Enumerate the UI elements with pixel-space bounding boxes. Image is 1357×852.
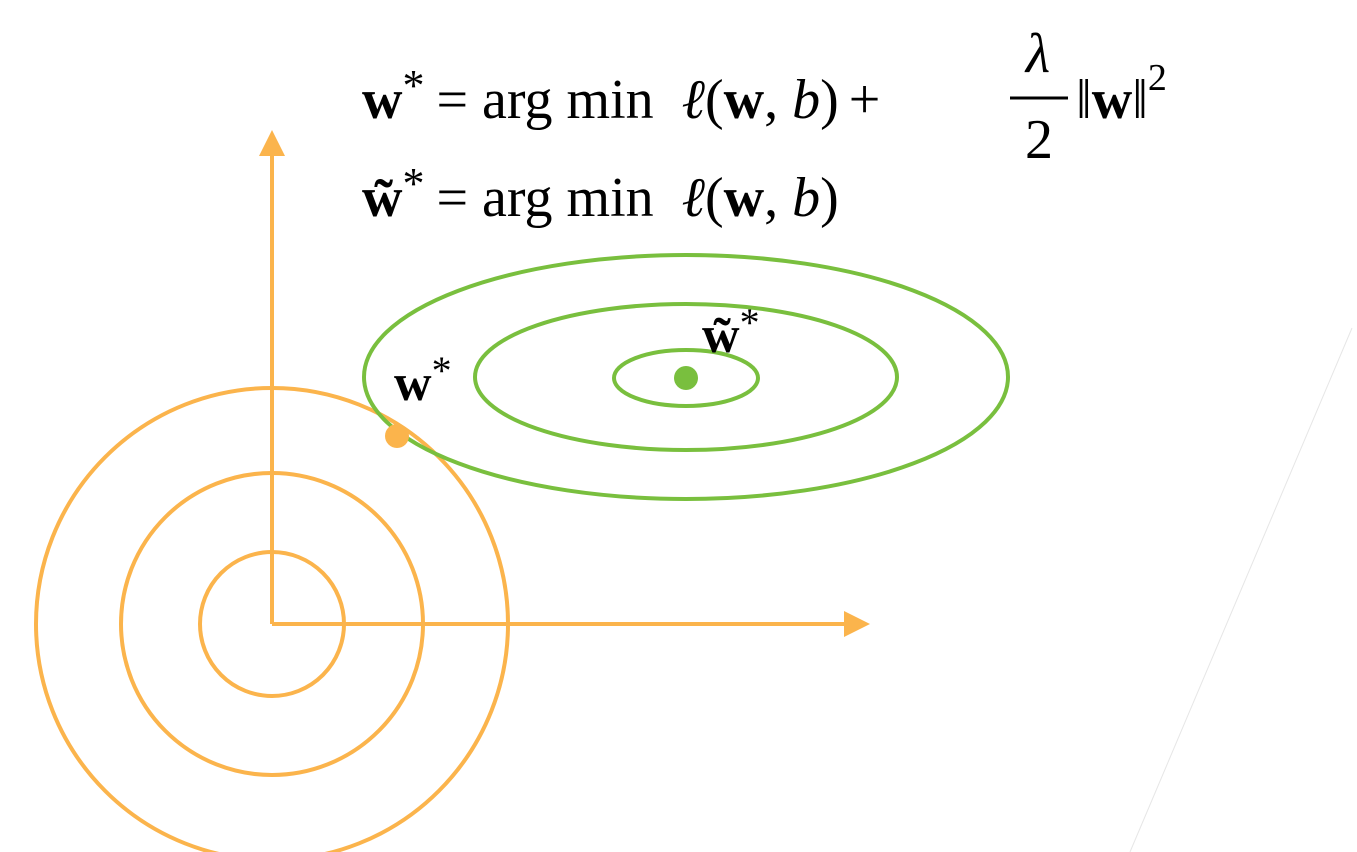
eq1-lhs-star: * [402, 61, 424, 110]
eq1-loss-symbol: ℓ [682, 69, 706, 131]
eq1-b-arg: b [792, 69, 820, 131]
w-tilde-star-point [674, 366, 698, 390]
eq1-norm-close: ‖ [1132, 69, 1148, 131]
eq2-argmin: arg min [482, 167, 654, 229]
equation-unregularized: w̃*=arg min ℓ(w, b) [362, 159, 839, 229]
faint-diagonal-line [1129, 327, 1353, 852]
eq2-close-paren: ) [820, 167, 839, 229]
eq1-equals: = [436, 69, 468, 131]
eq1-norm-open: ‖ [1076, 69, 1092, 131]
eq2-b-arg: b [792, 167, 820, 229]
loss-contours [362, 253, 1010, 501]
w-star-point [385, 424, 409, 448]
eq2-comma: , [764, 167, 792, 229]
x-axis-arrowhead [844, 611, 870, 637]
eq1-frac-denominator: 2 [1025, 109, 1053, 171]
eq2-open-paren: ( [705, 167, 724, 229]
eq2-loss-symbol: ℓ [682, 167, 706, 229]
eq1-exponent: 2 [1148, 57, 1167, 99]
loss-contour-outer [362, 253, 1010, 501]
eq1-w-arg: w [724, 69, 765, 131]
w-tilde-star-label-symbol: w̃ [702, 307, 740, 364]
eq2-lhs-star: * [402, 159, 424, 208]
w-tilde-star-label: w̃* [702, 300, 760, 364]
eq1-frac-numerator: λ [1024, 23, 1050, 85]
eq1-close-paren: ) [820, 69, 839, 131]
eq1-norm-w: w [1092, 69, 1133, 131]
w-star-label: w* [394, 348, 452, 412]
w-star-label-symbol: w [394, 355, 432, 412]
eq2-lhs-symbol: w̃ [362, 167, 403, 229]
w-star-label-star: * [432, 348, 452, 393]
eq2-w-arg: w [724, 167, 765, 229]
y-axis-arrowhead [259, 130, 285, 156]
eq1-plus: + [849, 69, 881, 131]
axes [259, 130, 870, 637]
eq2-equals: = [436, 167, 468, 229]
eq1-comma: , [764, 69, 792, 131]
eq1-argmin: arg min [482, 69, 654, 131]
loss-contour-middle [473, 302, 899, 452]
eq1-open-paren: ( [705, 69, 724, 131]
loss-contour-inner [612, 348, 760, 408]
w-tilde-star-label-star: * [740, 300, 760, 345]
eq1-lhs-symbol: w [362, 69, 403, 131]
svg-text:‖w‖2: ‖w‖2 [1076, 57, 1167, 131]
